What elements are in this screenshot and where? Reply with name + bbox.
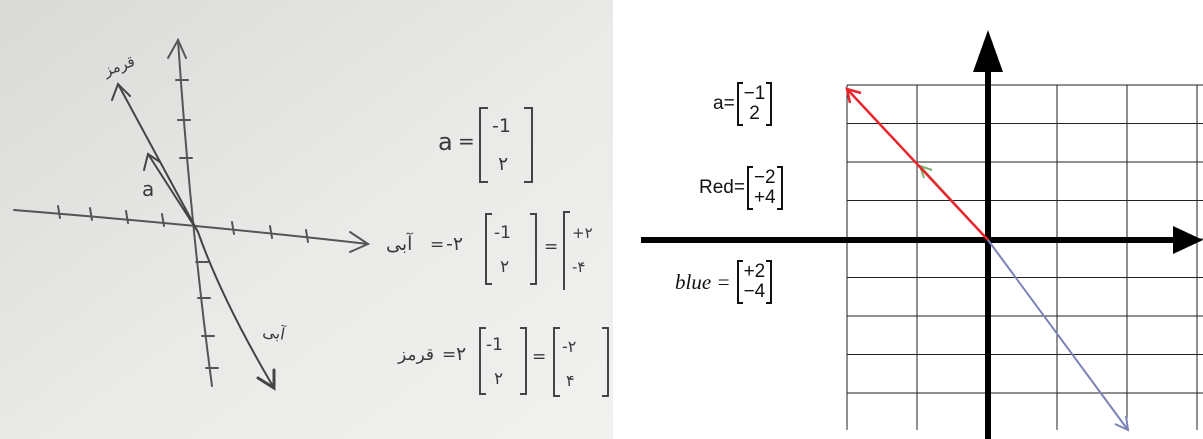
sketch-a-arrowhead	[143, 152, 161, 171]
y-axis-arrowhead	[973, 30, 1003, 72]
vectors	[845, 87, 1130, 432]
equation-blue-bottom: −4	[743, 281, 766, 302]
sketch-eq-blue-equals: =	[430, 235, 444, 255]
sketch-eq-a-bottom: ۲	[498, 153, 508, 175]
sketch-eq-blue: آبی = -۲ -1 ۲ = +۲ -۴	[386, 211, 593, 290]
sketch-vectors	[111, 82, 276, 391]
equation-blue-matrix: +2 −4	[736, 260, 773, 304]
sketch-y-axis	[177, 39, 213, 387]
sketch-eq-red: قرمز = ۲ -1 ۲ = -۲ ۴	[397, 327, 609, 397]
equation-blue-top: +2	[743, 261, 766, 282]
vector-blue-arrowhead	[1114, 415, 1130, 432]
sketch-blue-label: آبی	[261, 321, 288, 344]
sketch-axes	[13, 37, 371, 387]
sketch-eq-a-top: -1	[492, 115, 511, 137]
vector-diagram	[641, 30, 1203, 439]
vector-red	[846, 88, 989, 241]
sketch-eq-blue-out-top: +۲	[572, 224, 593, 242]
vector-red-arrowhead	[845, 87, 862, 104]
equation-a-top: −1	[743, 83, 766, 104]
sketch-eq-red-equals: =	[442, 345, 456, 365]
sketch-eq-red-out-bottom: ۴	[566, 371, 575, 390]
equation-red-bottom: +4	[753, 187, 776, 208]
sketch-eq-a-equals: =	[458, 129, 475, 153]
sketch-y-arrowhead	[167, 37, 187, 59]
equation-a-bottom: 2	[749, 103, 760, 124]
sketch-eq-blue-scalar: -۲	[446, 233, 463, 255]
x-axis-arrowhead	[1173, 226, 1203, 254]
sketch-red-vector	[117, 83, 199, 233]
sketch-eq-blue-equals-2: =	[544, 237, 558, 257]
equation-a-matrix: −1 2	[736, 82, 773, 126]
sketch-eq-blue-out-bottom: -۴	[572, 258, 585, 276]
vector-diagram-panel: a= −1 2 Red= −2 +4 blue = +2 −4	[613, 0, 1203, 439]
sketch-red-arrowhead	[111, 82, 131, 101]
hand-sketch-panel: a قرمز آبی a = -1 ۲ آبی = -۲ -1 ۲ = +۲ -…	[0, 0, 613, 439]
sketch-eq-red-lhs: قرمز	[397, 345, 434, 365]
sketch-eq-blue-in-top: -1	[494, 223, 511, 243]
equation-red-matrix: −2 +4	[746, 166, 783, 210]
sketch-a-label: a	[142, 177, 154, 201]
equation-blue: blue = +2 −4	[675, 260, 773, 304]
equation-a-label: a=	[713, 93, 735, 114]
sketch-blue-arrowhead	[256, 368, 276, 391]
sketch-eq-red-in-bottom: ۲	[494, 369, 503, 389]
sketch-eq-blue-lhs: آبی	[386, 231, 413, 255]
equation-blue-label: blue =	[675, 269, 731, 294]
equation-red-top: −2	[753, 167, 776, 188]
hand-sketch: a قرمز آبی a = -1 ۲ آبی = -۲ -1 ۲ = +۲ -…	[0, 0, 613, 439]
sketch-blue-vector	[197, 231, 275, 389]
sketch-x-arrowhead	[349, 231, 371, 253]
equation-red-label: Red=	[699, 177, 745, 198]
sketch-a-vector	[147, 153, 199, 233]
sketch-eq-red-out-top: -۲	[562, 337, 576, 356]
sketch-eq-red-equals-2: =	[532, 347, 546, 367]
paper-background	[0, 0, 613, 439]
sketch-eq-red-scalar: ۲	[456, 343, 466, 365]
axes	[641, 30, 1203, 439]
equation-a: a= −1 2	[713, 82, 773, 126]
sketch-eq-a: a = -1 ۲	[438, 107, 533, 183]
vector-blue	[987, 239, 1129, 431]
equation-red: Red= −2 +4	[699, 166, 783, 210]
grid	[846, 84, 1203, 430]
sketch-eq-red-in-top: -1	[486, 335, 503, 355]
sketch-eq-a-lhs: a	[438, 128, 453, 156]
sketch-eq-blue-in-bottom: ۲	[500, 257, 509, 277]
